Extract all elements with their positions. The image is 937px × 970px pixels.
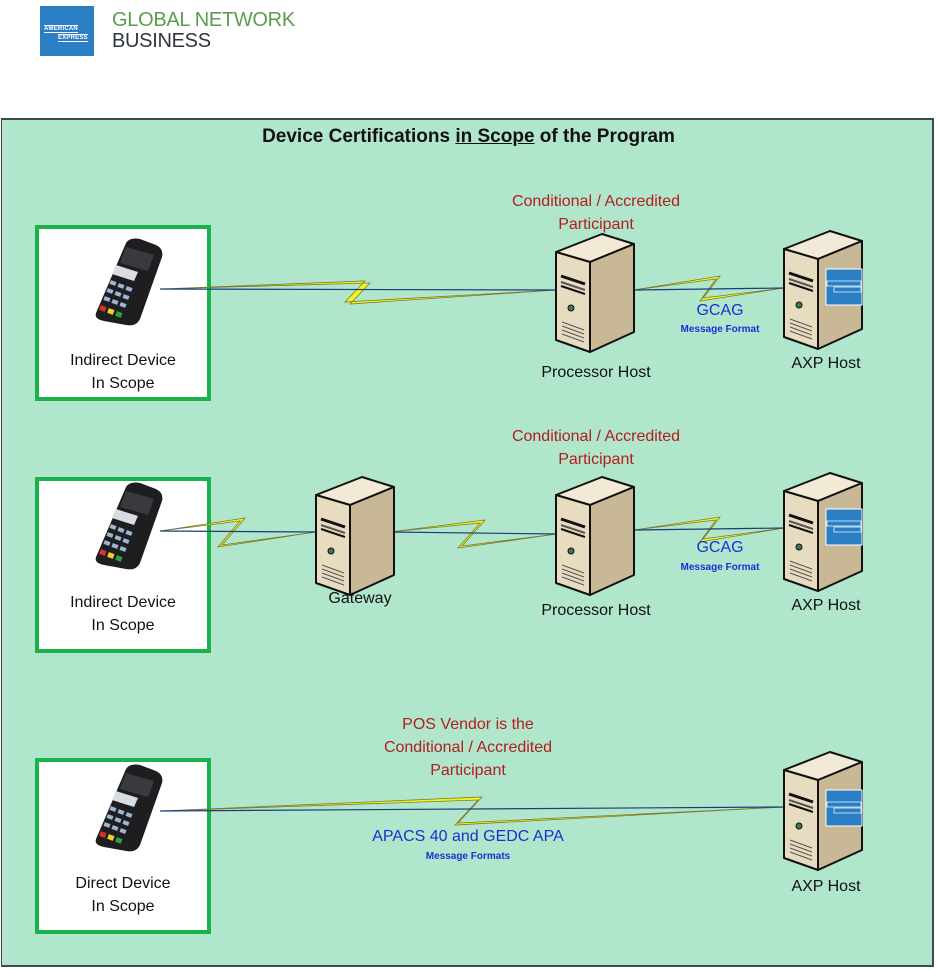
axp-host-label-row3: AXP Host xyxy=(791,878,861,895)
connection-device-to-axp-row3 xyxy=(159,796,785,826)
amex-badge-icon xyxy=(825,789,863,827)
processor-host-server-icon xyxy=(554,475,636,597)
gateway-label: Gateway xyxy=(328,590,392,607)
amex-gnb-logo: AMERICAN EXPRESS GLOBAL NETWORK BUSINESS xyxy=(33,6,313,56)
pos-terminal-icon xyxy=(95,482,163,570)
diagram-title: Device Certifications in Scope of the Pr… xyxy=(262,126,675,147)
axp-host-label-row1: AXP Host xyxy=(791,355,861,372)
amex-badge-icon xyxy=(825,508,863,546)
pos-terminal-icon xyxy=(95,764,163,852)
logo-text-global-network: GLOBAL NETWORK xyxy=(112,9,295,31)
logo-text-business: BUSINESS xyxy=(112,30,211,52)
amex-logo-icon: AMERICAN EXPRESS xyxy=(40,6,94,56)
processor-host-label-row1: Processor Host xyxy=(541,364,651,381)
amex-badge-icon xyxy=(825,268,863,306)
pos-terminal-icon xyxy=(95,238,163,326)
gateway-server-icon xyxy=(314,475,396,597)
protocol-label-row1: GCAG xyxy=(696,302,744,319)
connection-processor-to-axp-row1 xyxy=(633,275,785,302)
protocol-label-row3: APACS 40 and GEDC APA xyxy=(372,828,564,845)
protocol-sublabel-row3: Message Formats xyxy=(425,851,511,862)
connection-device-to-gateway-row2 xyxy=(159,517,317,548)
processor-host-label-row2: Processor Host xyxy=(541,602,651,619)
connection-device-to-processor-row1 xyxy=(159,280,558,305)
processor-host-server-icon xyxy=(554,232,636,354)
connection-gateway-to-processor-row2 xyxy=(389,519,558,549)
protocol-sublabel-row1: Message Format xyxy=(680,324,760,335)
axp-host-label-row2: AXP Host xyxy=(791,597,861,614)
protocol-sublabel-row2: Message Format xyxy=(680,562,760,573)
protocol-label-row2: GCAG xyxy=(696,539,744,556)
